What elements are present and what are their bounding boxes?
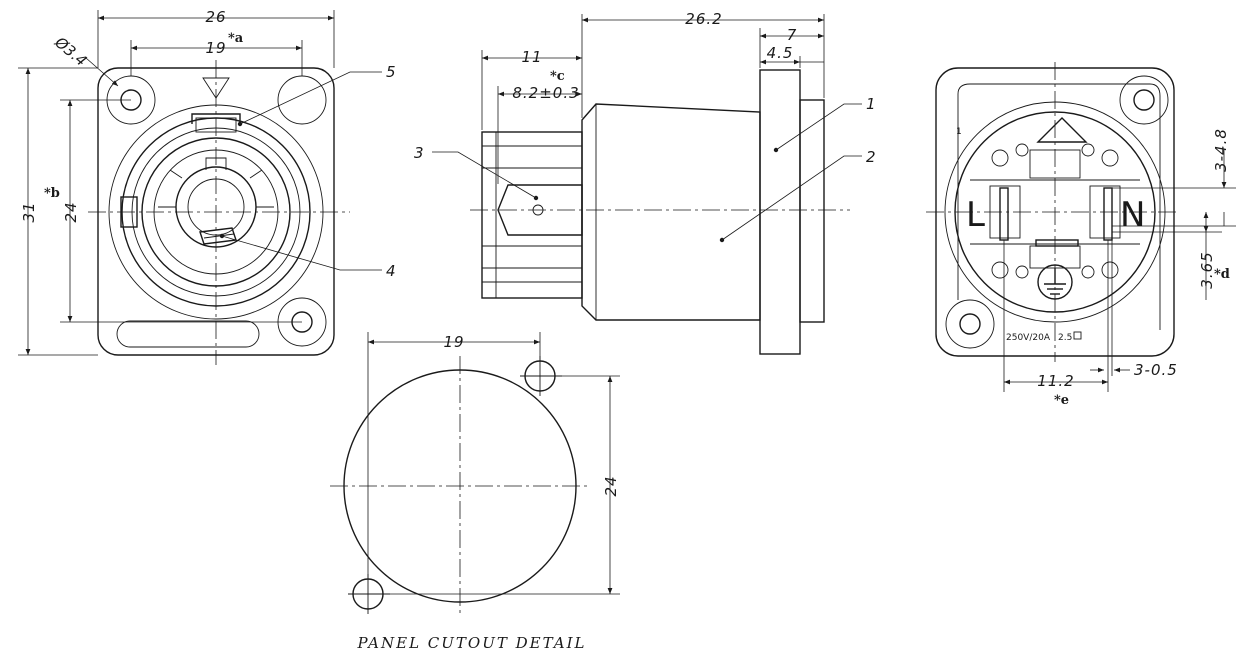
rear-slot-earth xyxy=(1035,239,1079,247)
annotation-e: *e xyxy=(1054,393,1069,408)
dim-front-hole-pitch-x: 19 xyxy=(205,39,226,57)
dim-side-rear-length: 11 xyxy=(521,48,542,66)
item-label-1: 1 xyxy=(866,95,876,113)
rear-view: L N 1 250V/20A 2.5 3-4.8 3.65 *d 11.2 *e… xyxy=(926,62,1236,408)
dim-front-width: 26 xyxy=(205,8,226,26)
pin-letter-L: L xyxy=(966,195,985,235)
cutout-caption: PANEL CUTOUT DETAIL xyxy=(356,634,586,652)
dim-front-hole-pitch-y: 24 xyxy=(62,201,80,222)
dim-rear-top-offset: 3-4.8 xyxy=(1212,128,1230,172)
dim-rear-bottom-offset: 3.65 xyxy=(1198,251,1216,288)
dim-side-overall-length: 26.2 xyxy=(685,10,722,28)
front-view: 26 19 *a Ø3.4 31 24 *b 5 4 xyxy=(18,8,396,365)
annotation-c: *c xyxy=(550,69,565,84)
dim-front-height: 31 xyxy=(20,201,38,222)
dim-cutout-pitch: 19 xyxy=(443,333,464,351)
rear-rating-extra: 2.5 xyxy=(1058,333,1072,343)
item-label-4: 4 xyxy=(386,262,396,280)
panel-cutout: 19 24 PANEL CUTOUT DETAIL xyxy=(330,332,620,652)
rear-small-number: 1 xyxy=(956,127,962,137)
dim-rear-slot-width: 3-0.5 xyxy=(1134,361,1178,379)
annotation-a: *a xyxy=(228,31,244,46)
rear-mount-hole-bottom xyxy=(959,313,981,335)
item-label-2: 2 xyxy=(866,148,876,166)
annotation-d: *d xyxy=(1214,267,1230,282)
rear-mount-hole-top xyxy=(1133,89,1155,111)
front-bottom-slot xyxy=(116,320,260,348)
pin-letter-N: N xyxy=(1120,195,1145,235)
side-main-body xyxy=(581,103,761,321)
rear-slot-L xyxy=(999,187,1009,241)
annotation-b: *b xyxy=(44,186,60,201)
side-flange xyxy=(759,69,801,355)
dim-side-pin-pos: 8.2±0.3 xyxy=(512,84,579,102)
dim-side-flange-thk: 7 xyxy=(787,26,798,44)
item-label-5: 5 xyxy=(386,63,396,81)
side-pin xyxy=(497,184,583,236)
dim-cutout-diameter: 24 xyxy=(602,475,620,496)
dim-side-flange-step: 4.5 xyxy=(767,44,794,62)
rear-slot-N xyxy=(1103,187,1113,241)
side-front-lip xyxy=(799,99,825,323)
side-view: 26.2 11 7 4.5 8.2±0.3 *c 3 1 2 xyxy=(414,10,876,355)
side-rear-body xyxy=(481,131,583,299)
rear-arrow-icon xyxy=(1036,117,1088,143)
dim-rear-pin-span: 11.2 xyxy=(1037,372,1074,390)
item-label-3: 3 xyxy=(414,144,424,162)
rear-rating: 250V/20A xyxy=(1006,333,1051,343)
dim-front-hole-dia: Ø3.4 xyxy=(51,33,91,70)
